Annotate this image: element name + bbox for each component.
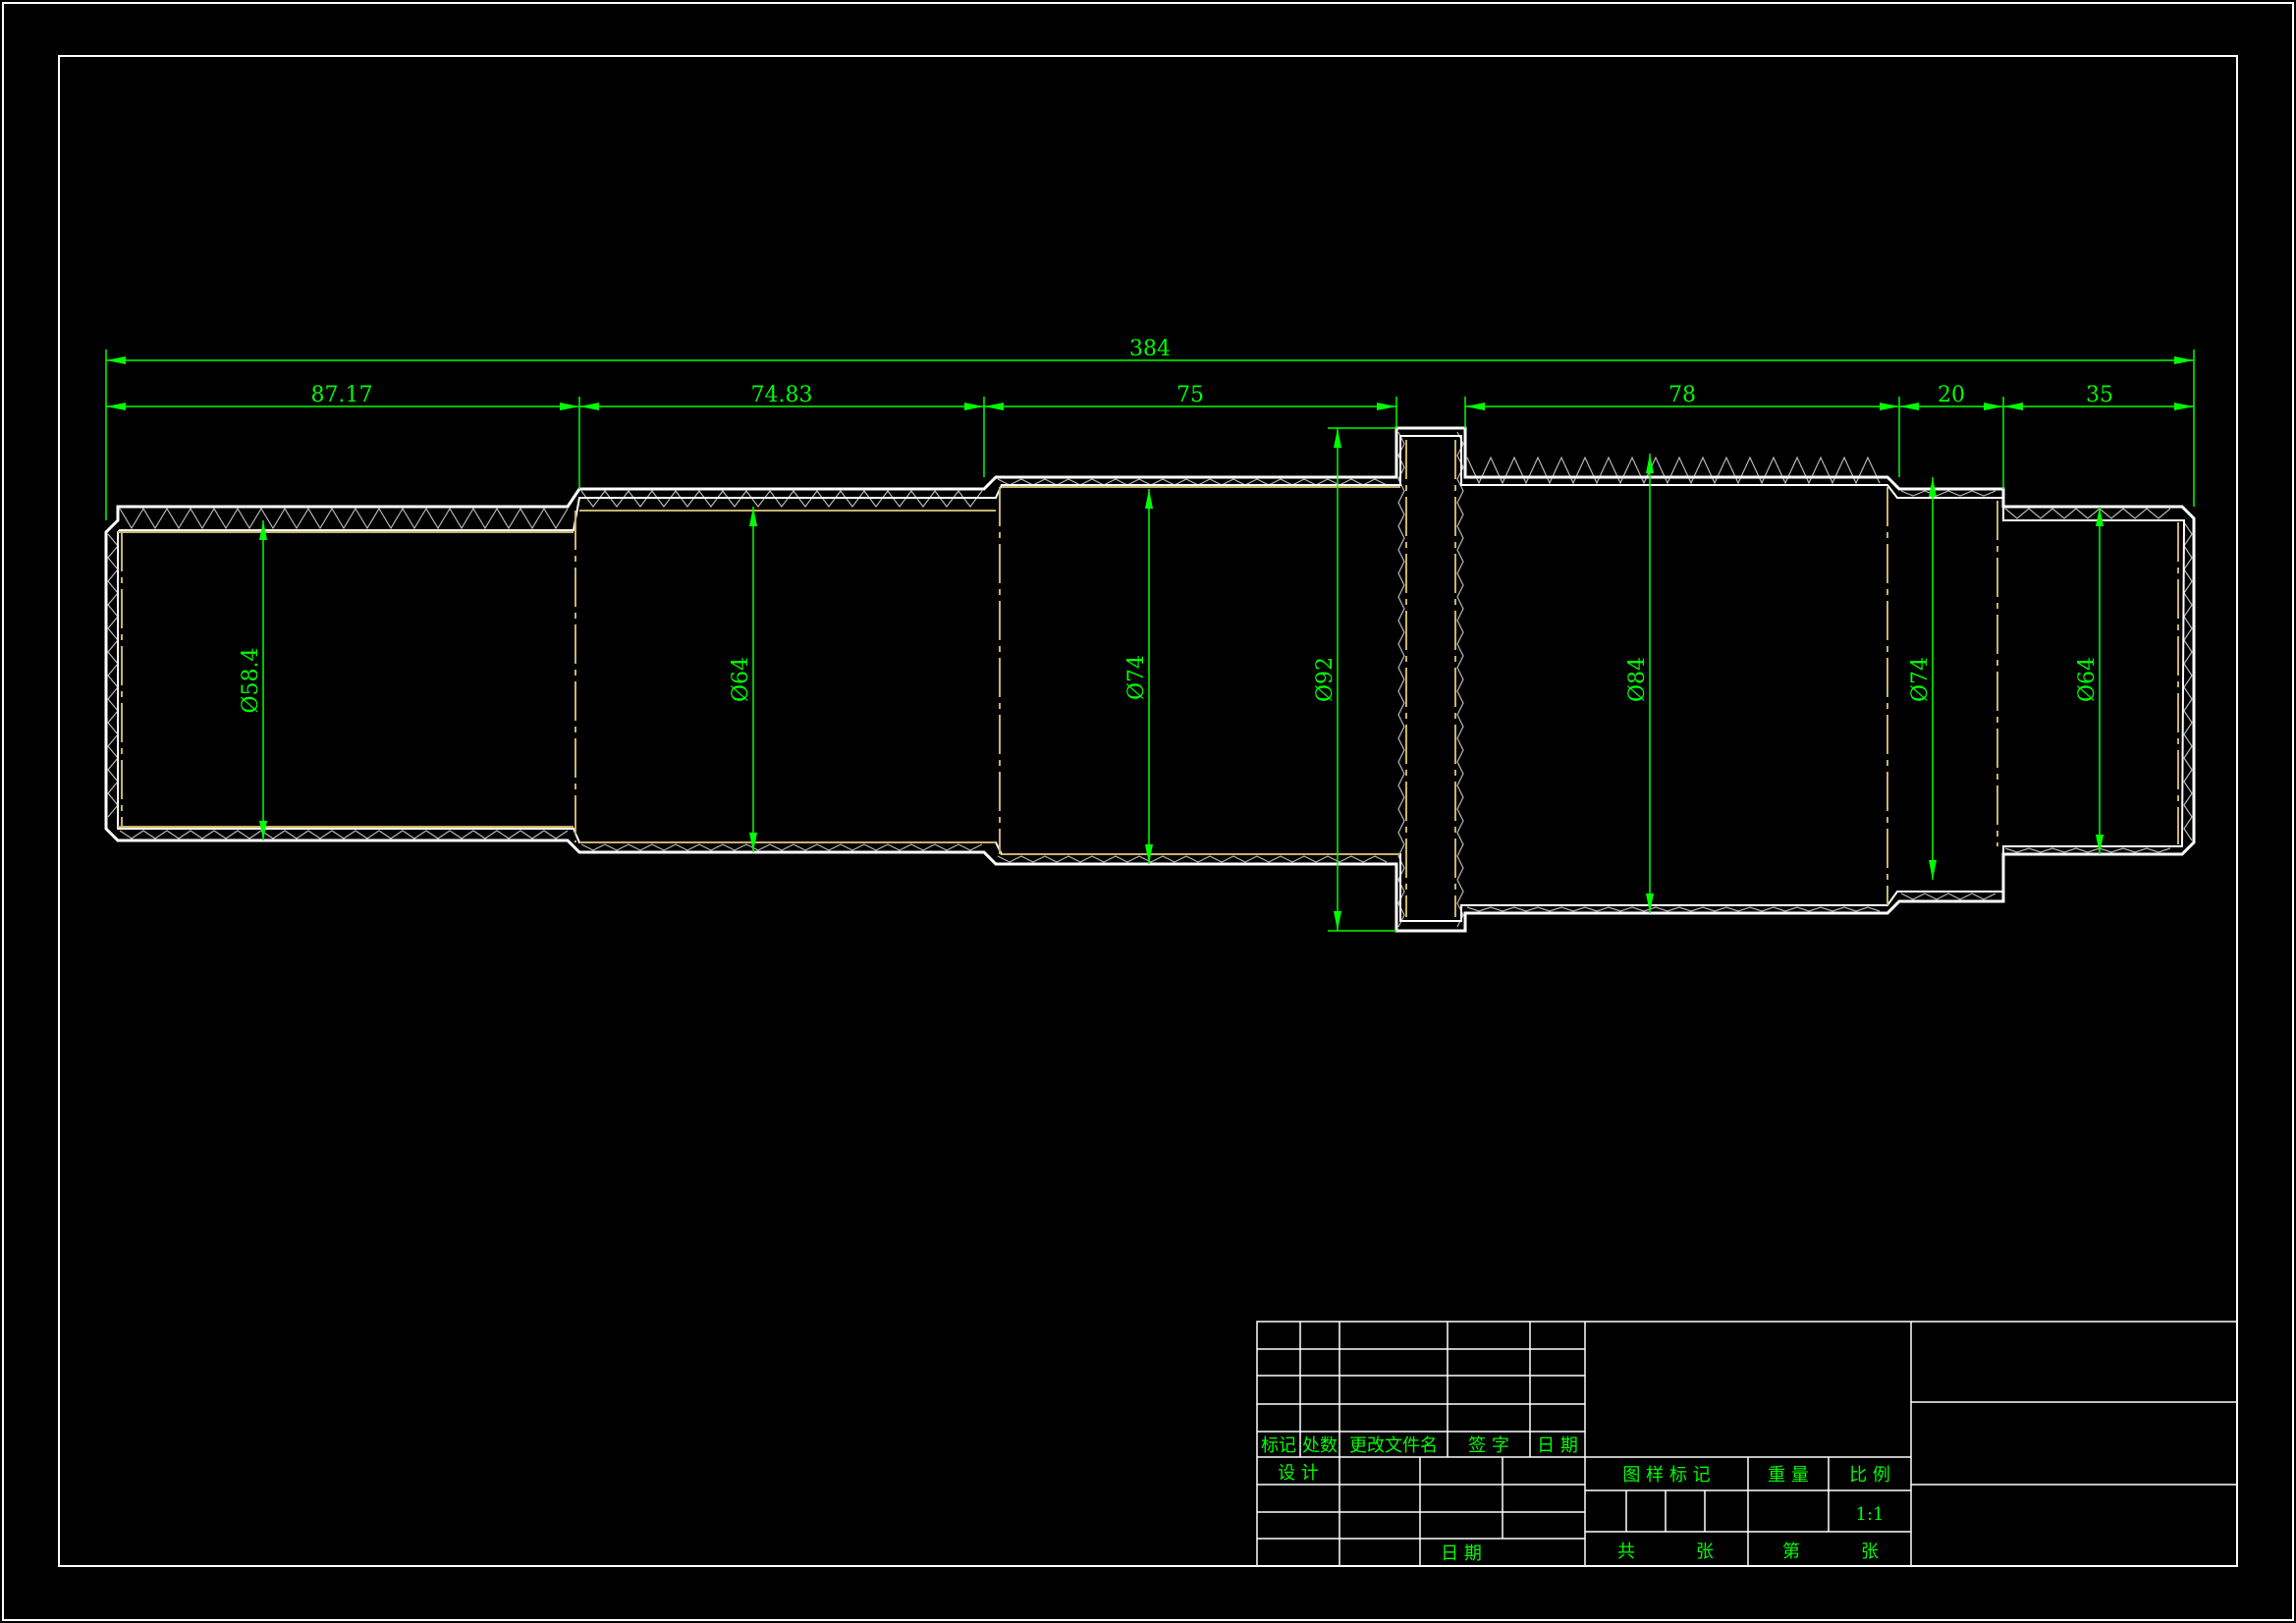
arrow <box>560 403 579 410</box>
arrow <box>1646 454 1654 473</box>
arrow <box>2174 356 2194 364</box>
hatch-zigzag <box>2183 521 2193 841</box>
title-block-texts: 标记 处数 更改文件名 签 字 日 期 设 计 日 期 图 样 标 记 重 量 … <box>1261 1435 1890 1564</box>
arrow <box>2003 403 2023 410</box>
arrow <box>2174 403 2194 410</box>
title-block-frame <box>1256 1321 2238 1567</box>
arrow <box>964 403 984 410</box>
diameter-label-5: Ø84 <box>1625 657 1650 702</box>
arrow <box>749 833 757 852</box>
diameter-label-1: Ø58.4 <box>239 647 263 713</box>
design-label: 设 计 <box>1278 1463 1319 1484</box>
weight-label: 重 量 <box>1768 1465 1809 1486</box>
arrow <box>259 520 267 540</box>
segment-label-2: 74.83 <box>751 383 813 407</box>
hatch-zigzag <box>1466 906 1881 912</box>
hatch-zigzag <box>2004 847 2171 853</box>
arrow <box>1899 403 1919 410</box>
diameter-label-3: Ø74 <box>1124 655 1149 700</box>
sheet-no-label: 第 <box>1782 1542 1800 1562</box>
hatch-zigzag <box>1900 490 1996 497</box>
segment-label-6: 35 <box>2086 383 2113 407</box>
segment-label-3: 75 <box>1176 383 1204 407</box>
hatch-zigzag <box>997 855 1388 863</box>
dimension-arrows <box>106 356 2194 931</box>
rev-header-mark: 标记 <box>1261 1435 1296 1456</box>
diameter-label-2: Ø64 <box>729 657 753 702</box>
rev-header-sign: 签 字 <box>1468 1435 1509 1456</box>
hatch-zigzag <box>119 830 569 839</box>
drawing-frame <box>58 55 2238 1567</box>
date-label: 日 期 <box>1441 1543 1482 1564</box>
rev-header-doc: 更改文件名 <box>1349 1435 1438 1456</box>
arrow <box>1929 860 1937 880</box>
hatch-zigzag <box>107 533 119 818</box>
rev-header-date: 日 期 <box>1537 1435 1578 1456</box>
arrow <box>579 403 599 410</box>
hidden-lines <box>118 440 2179 917</box>
arrow <box>984 403 1004 410</box>
hatch-zigzag <box>997 478 1388 486</box>
arrow <box>1334 911 1341 931</box>
diameter-label-6: Ø74 <box>1908 657 1933 702</box>
section-hatching <box>107 431 2193 928</box>
total-sheets-label: 共 <box>1617 1542 1635 1562</box>
arrow <box>1646 893 1654 913</box>
arrow <box>106 356 126 364</box>
arrow <box>1929 477 1937 497</box>
arrow <box>106 403 126 410</box>
shaft-outer-outline <box>104 426 2196 933</box>
arrow <box>1334 428 1341 448</box>
sheets-unit-label: 张 <box>1696 1542 1714 1562</box>
sheet-unit-label: 张 <box>1861 1542 1879 1562</box>
arrow <box>1145 844 1153 864</box>
arrow <box>259 821 267 840</box>
dimension-lines <box>105 350 2195 932</box>
pattern-mark-label: 图 样 标 记 <box>1622 1465 1710 1486</box>
diameter-label-4: Ø92 <box>1313 657 1338 702</box>
hatch-zigzag <box>119 507 569 530</box>
hatch-zigzag <box>1900 893 1996 900</box>
overall-length-label: 384 <box>1129 337 1171 361</box>
title-block <box>1256 1321 2238 1567</box>
arrow <box>2096 507 2104 526</box>
hatch-zigzag <box>2004 508 2171 519</box>
arrow <box>1880 403 1899 410</box>
arrow <box>1377 403 1396 410</box>
arrow <box>1465 403 1485 410</box>
segment-label-4: 78 <box>1668 383 1696 407</box>
hatch-zigzag <box>1466 456 1881 485</box>
hatch-zigzag <box>580 843 983 851</box>
rev-header-count: 处数 <box>1302 1435 1338 1456</box>
scale-value: 1:1 <box>1856 1504 1885 1525</box>
hatch-zigzag <box>1456 431 1464 928</box>
arrow <box>2096 835 2104 854</box>
segment-label-5: 20 <box>1938 383 1965 407</box>
diameter-label-7: Ø64 <box>2075 657 2100 702</box>
arrow <box>1145 489 1153 509</box>
hatch-zigzag <box>580 490 983 508</box>
arrow <box>749 507 757 526</box>
arrow <box>1984 403 2003 410</box>
hatch-zigzag <box>1397 431 1405 928</box>
segment-label-1: 87.17 <box>311 383 373 407</box>
dimension-texts: 384 87.17 74.83 75 78 20 35 Ø58.4 Ø64 Ø7… <box>239 337 2113 714</box>
scale-label: 比 例 <box>1849 1465 1890 1486</box>
